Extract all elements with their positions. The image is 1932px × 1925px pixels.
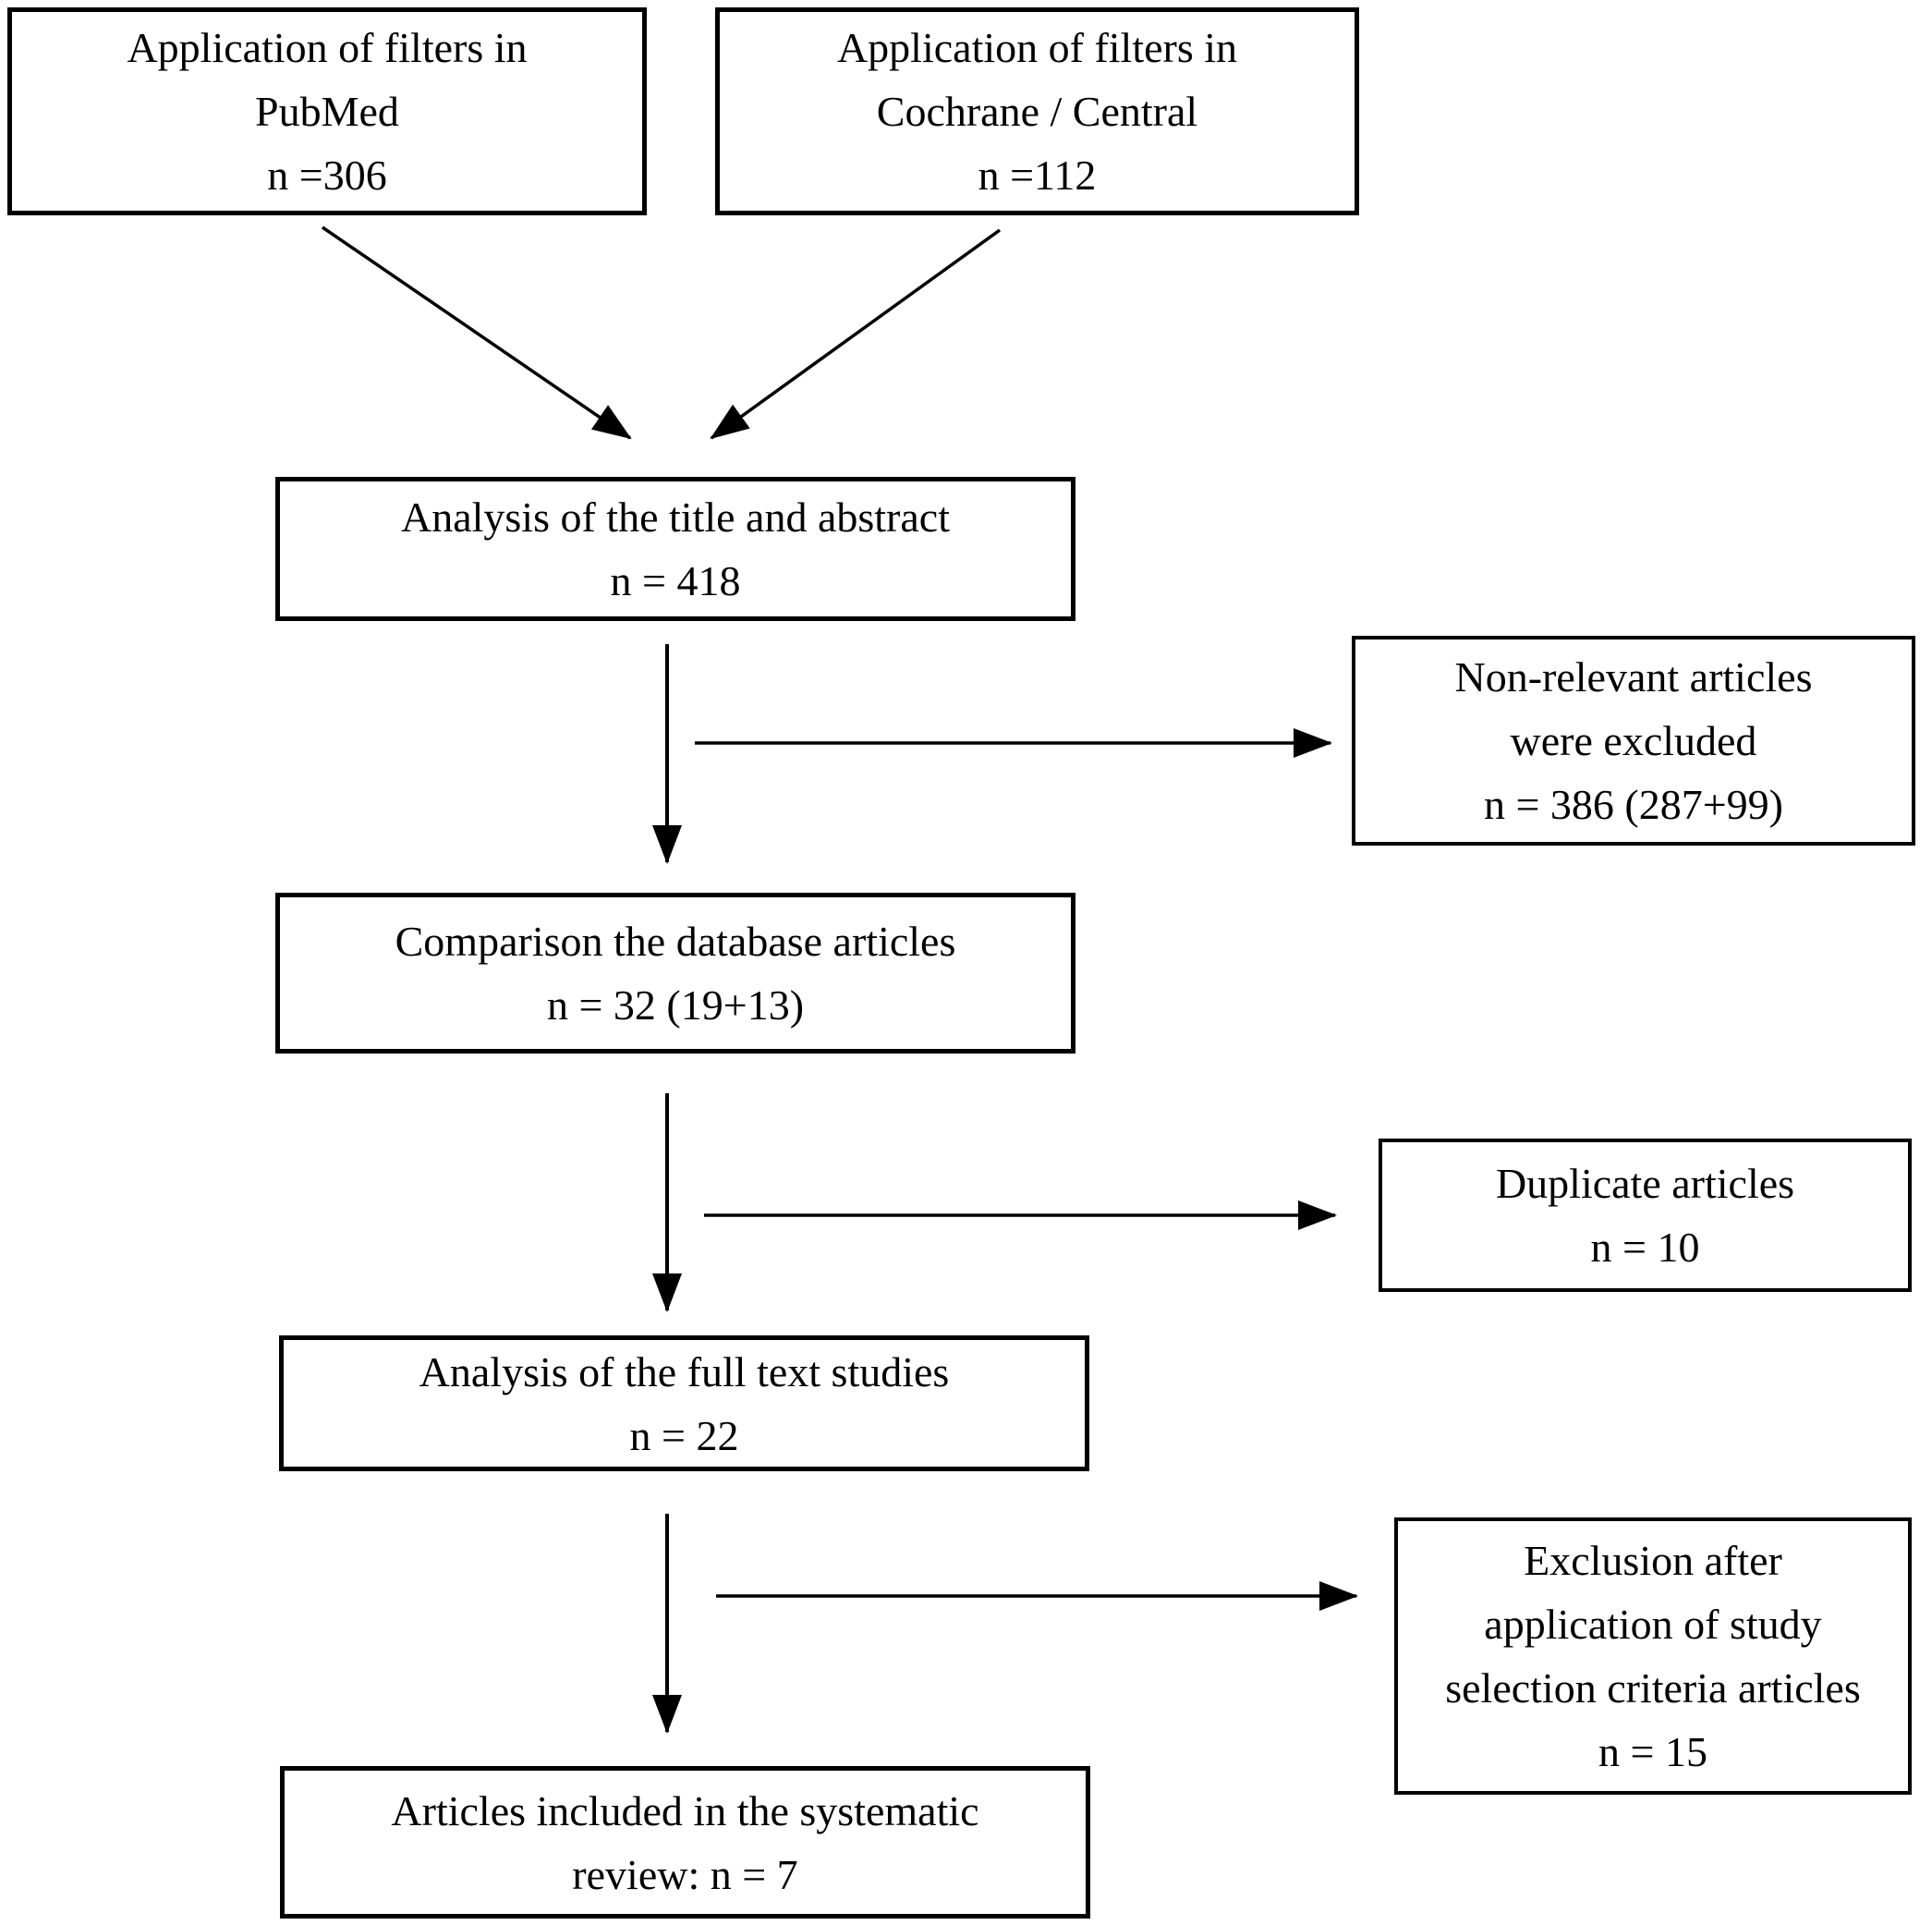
arrow-pubmed-to-title-abstract [322, 225, 632, 440]
box-title-abstract-analysis: Analysis of the title and abstract n = 4… [275, 477, 1075, 621]
box-pubmed-filters: Application of filters in PubMed n =306 [7, 7, 647, 215]
box-database-comparison: Comparison the database articles n = 32 … [275, 893, 1075, 1054]
box-duplicate-articles: Duplicate articles n = 10 [1379, 1139, 1912, 1292]
box-exclusion-criteria: Exclusion after application of study sel… [1394, 1517, 1912, 1795]
box-articles-included: Articles included in the systematic revi… [280, 1766, 1090, 1919]
box-fulltext-analysis: Analysis of the full text studies n = 22 [279, 1335, 1089, 1471]
box-cochrane-filters: Application of filters in Cochrane / Cen… [715, 7, 1359, 215]
box-nonrelevant-excluded: Non-relevant articles were excluded n = … [1352, 636, 1915, 846]
arrow-cochrane-to-title-abstract [710, 228, 1002, 440]
